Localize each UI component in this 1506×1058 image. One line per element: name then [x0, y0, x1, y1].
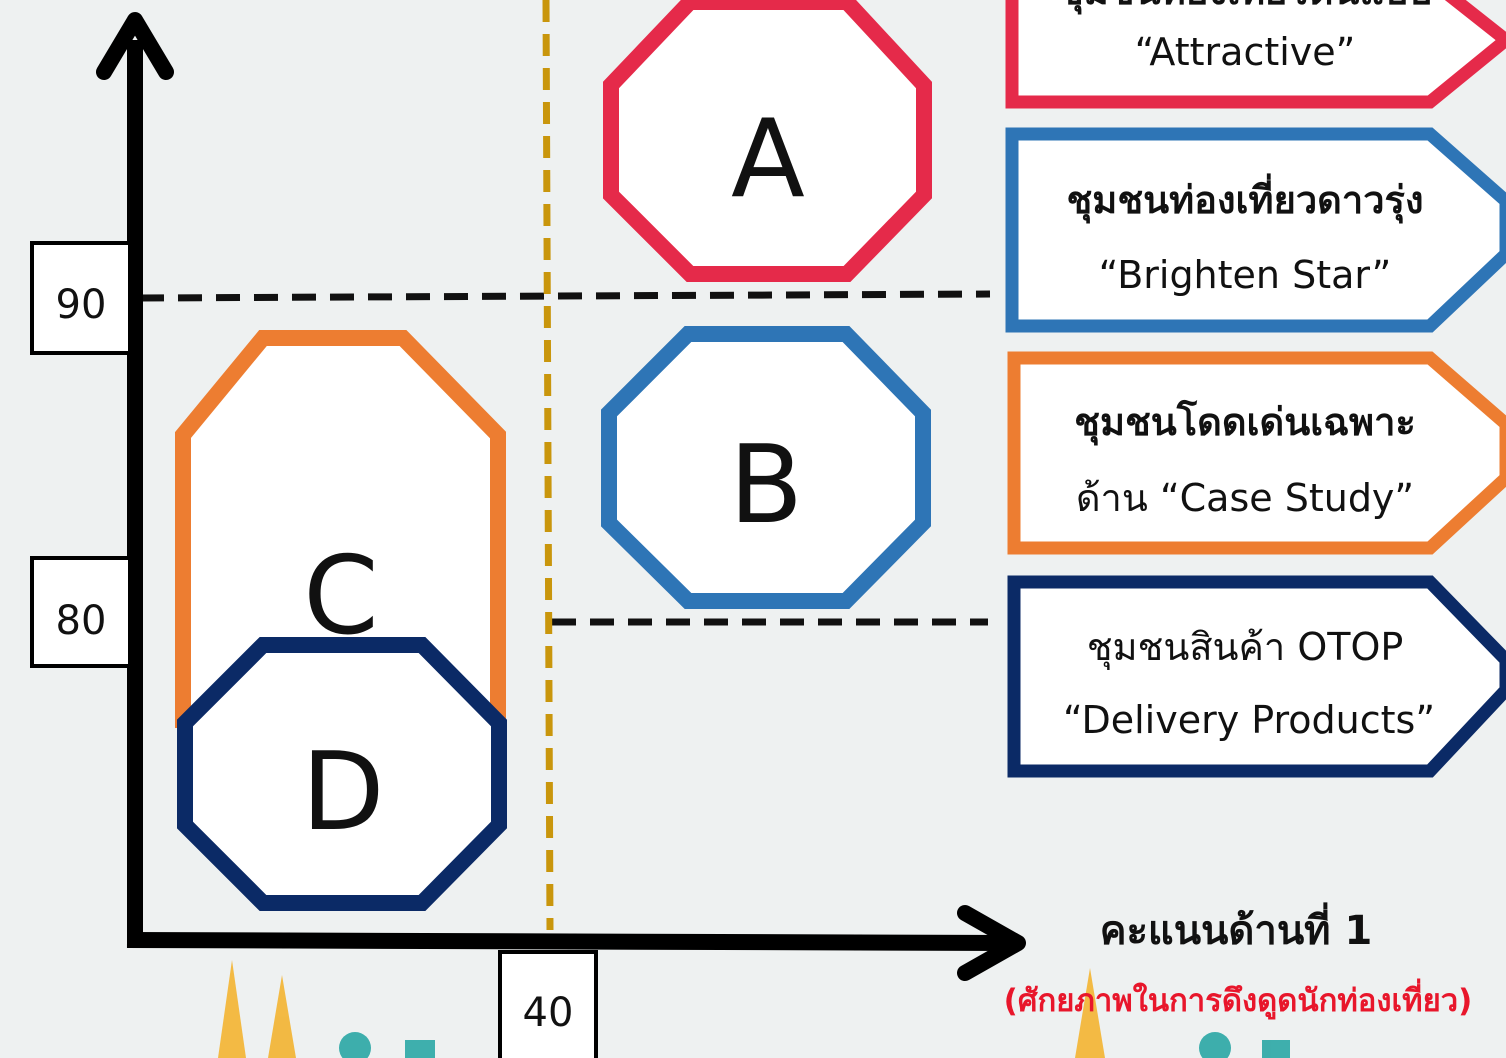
skyline-decoration	[218, 960, 1290, 1058]
legend-case-study-line1: ชุมชนโดดเด่นเฉพาะ	[1074, 399, 1416, 446]
tick-label-80: 80	[56, 598, 107, 644]
x-axis	[126, 905, 1026, 981]
legend-brighten-star-line1: ชุมชนท่องเที่ยวดาวรุ่ง	[1067, 173, 1424, 224]
threshold-line-40	[542, 0, 554, 931]
legend-attractive-line2: “Attractive”	[1135, 30, 1356, 74]
quadrant-d-label: D	[301, 730, 384, 855]
legend-case-study: ชุมชนโดดเด่นเฉพาะ ด้าน “Case Study”	[1007, 351, 1506, 555]
tick-label-90: 90	[56, 282, 107, 328]
legend-attractive-line1: ชุมชนท่องเที่ยวต้นแบบ	[1058, 0, 1432, 15]
quadrant-a: A	[603, 0, 932, 282]
y-axis	[96, 12, 174, 944]
tick-box-40: 40	[498, 950, 598, 1058]
quadrant-b: B	[601, 326, 931, 609]
x-axis-title: คะแนนด้านที่ 1	[1100, 902, 1373, 954]
tick-box-80: 80	[30, 556, 132, 668]
quadrant-b-label: B	[729, 423, 803, 548]
threshold-line-90	[139, 290, 991, 302]
legend-delivery-products: ชุมชนสินค้า OTOP “Delivery Products”	[1007, 575, 1506, 778]
legend-delivery-products-line2: “Delivery Products”	[1063, 698, 1435, 742]
legend-brighten-star: ชุมชนท่องเที่ยวดาวรุ่ง “Brighten Star”	[1005, 127, 1506, 333]
legend-case-study-line2: ด้าน “Case Study”	[1076, 476, 1414, 520]
quadrant-a-label: A	[731, 97, 805, 222]
tick-label-40: 40	[523, 990, 574, 1036]
quadrant-d: D	[177, 637, 507, 911]
legend-attractive: ชุมชนท่องเที่ยวต้นแบบ “Attractive”	[1005, 0, 1506, 109]
legend-delivery-products-line1: ชุมชนสินค้า OTOP	[1087, 625, 1404, 670]
legend-brighten-star-line2: “Brighten Star”	[1099, 253, 1392, 297]
x-axis-subtitle: (ศักยภาพในการดึงดูดนักท่องเที่ยว)	[1004, 978, 1473, 1020]
tick-box-90: 90	[30, 241, 132, 355]
